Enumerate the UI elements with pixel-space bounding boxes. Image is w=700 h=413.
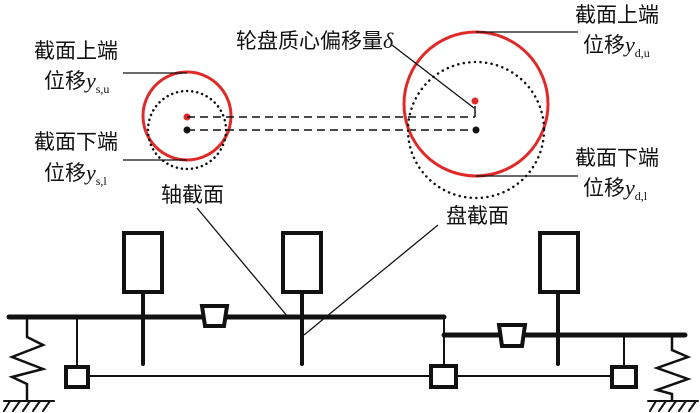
disk-section-figure	[391, 30, 578, 200]
shaft-upper-disp-label: 位移ys,u	[44, 68, 109, 96]
disk-3	[538, 231, 580, 294]
disk-red-center	[471, 97, 479, 105]
disk-original-circle	[406, 60, 546, 200]
right-spring	[652, 335, 692, 400]
disk-offset-label: 轮盘质心偏移量δ	[236, 28, 394, 53]
shaft-section-label: 轴截面	[161, 183, 224, 207]
bearing-2	[429, 364, 458, 389]
disk-1	[122, 231, 164, 294]
disk-offset-leader	[391, 44, 475, 109]
disk-upper-label: 截面上端	[575, 3, 659, 27]
left-spring	[8, 317, 48, 400]
shaft-upper-label: 截面上端	[34, 39, 118, 63]
coupling-1	[199, 304, 230, 328]
disk-upper-disp-label: 位移yd,u	[583, 32, 650, 60]
coupling-2	[496, 323, 528, 348]
bearing-1	[64, 365, 90, 389]
left-ground-icon	[3, 400, 55, 412]
right-ground-icon	[647, 400, 699, 412]
shaft-lower-disp-label: 位移ys,l	[44, 160, 107, 188]
shaft-lower-label: 截面下端	[34, 130, 118, 154]
shaft-section-leader	[196, 207, 289, 318]
rotor-system	[3, 231, 699, 412]
disk-2	[281, 231, 323, 294]
disk-black-center	[472, 126, 480, 134]
shaft-section-figure	[123, 70, 233, 171]
disk-lower-disp-label: 位移yd,l	[583, 175, 648, 203]
bearing-3	[610, 365, 638, 389]
disk-section-label: 盘截面	[446, 204, 509, 228]
disk-lower-label: 截面下端	[575, 146, 659, 170]
